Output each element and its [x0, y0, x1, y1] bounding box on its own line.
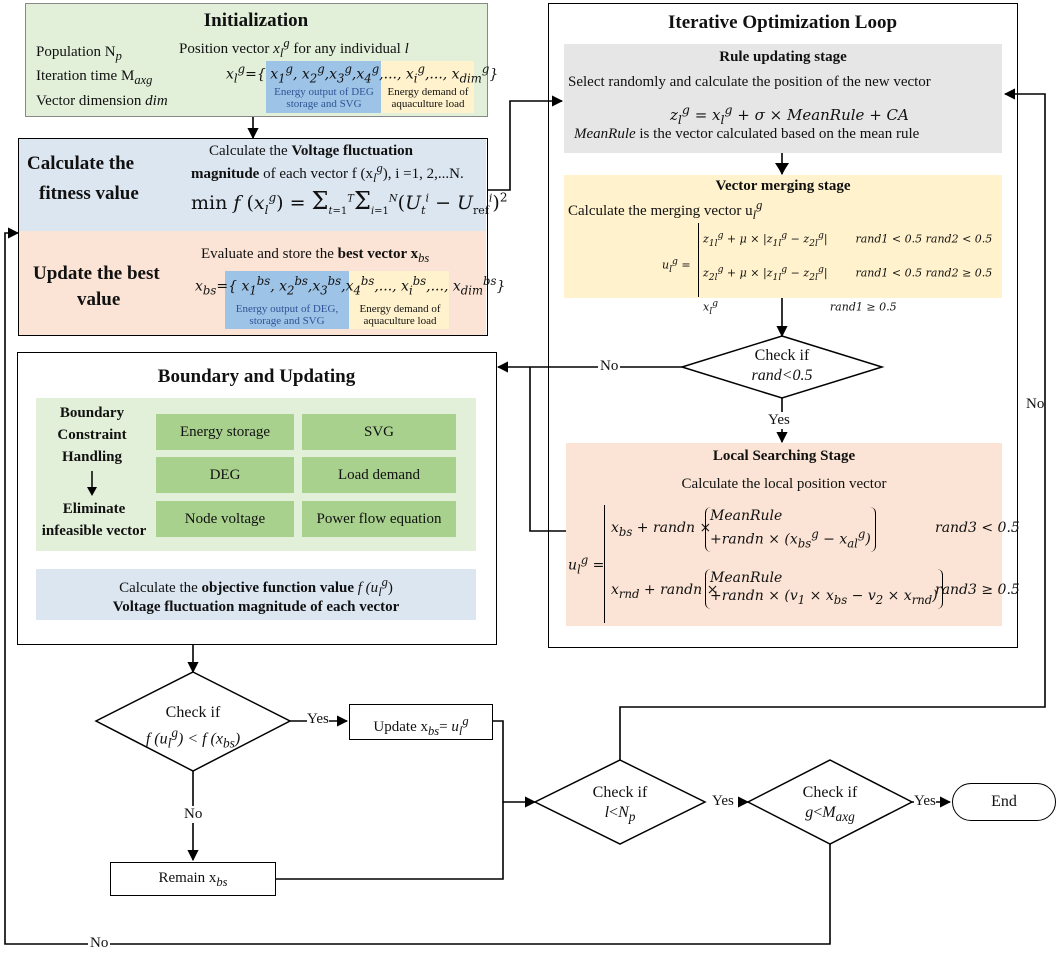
chip-power-flow: Power flow equation: [302, 501, 456, 537]
best-aqua-label: Energy demand of aquaculture load: [359, 303, 441, 327]
fitness-section: [19, 139, 486, 231]
local-stage-box: Local Searching Stage Calculate the loca…: [566, 443, 1020, 626]
merge-title: Vector merging stage: [715, 178, 851, 194]
init-deg-label: Energy output of DEG storage and SVG: [274, 86, 374, 110]
fitness-formula: min f (xlg) = Σt=1TΣi=1N(Uti − Urefi)2: [191, 187, 508, 217]
better-no-label: No: [182, 806, 205, 823]
objective-line-1: Calculate the objective function value f…: [119, 575, 393, 599]
init-aqua-highlight: [381, 61, 474, 113]
loop-no-label: No: [1026, 394, 1045, 415]
objective-line-2: Voltage fluctuation magnitude of each ve…: [112, 599, 400, 615]
init-vector-formula: xlg={ x1g, x2g,x3g,x4g,..., xig,..., xdi…: [226, 62, 499, 86]
best-title-2: value: [77, 289, 121, 310]
end-terminator: End: [952, 783, 1056, 821]
fitness-best-box: Calculate the fitness value Calculate th…: [18, 138, 507, 336]
merge-desc: Calculate the merging vector ulg: [568, 198, 763, 222]
dimension-label: Vector dimension dim: [36, 93, 168, 109]
best-deg-label: Energy output of DEG, storage and SVG: [235, 303, 339, 327]
chip-node-voltage: Node voltage: [156, 501, 294, 537]
generation-no-label: No: [88, 935, 111, 952]
rand-yes-label: Yes: [766, 412, 792, 429]
generation-yes-label: Yes: [914, 793, 936, 810]
fitness-title-2: fitness value: [39, 183, 139, 204]
rule-to-merge-arrow: [775, 163, 789, 174]
chip-energy-storage: Energy storage: [156, 414, 294, 450]
best-vector-formula: xbs={ x1bs, x2bs,x3bs,x4bs,..., xibs,...…: [195, 274, 506, 298]
rule-formula: zlg = xlg + σ × MeanRule + CA: [670, 102, 909, 127]
rule-stage-box: Rule updating stage Select randomly and …: [564, 44, 1002, 153]
best-desc: Evaluate and store the best vector xbs: [201, 246, 430, 265]
remain-best-box: Remain xbs: [110, 862, 276, 896]
fitness-title-1: Calculate the: [27, 153, 135, 174]
best-deg-highlight: [225, 271, 349, 329]
best-aqua-highlight: [349, 271, 449, 329]
check-better-text: Check if f (ulg) < f (xbs): [145, 704, 241, 751]
init-deg-highlight: [266, 61, 381, 113]
init-title: Initialization: [203, 10, 309, 31]
merge-stage-box: Vector merging stage Calculate the mergi…: [564, 175, 1002, 317]
init-aqua-label: Energy demand of aquaculture load: [387, 86, 469, 110]
down-arrow-icon: [87, 471, 97, 496]
rand-no-label: No: [598, 358, 621, 375]
iteration-label: Iteration time Maxg: [36, 68, 153, 87]
best-title-1: Update the best: [33, 263, 160, 284]
index-yes-label: Yes: [712, 793, 734, 810]
rule-desc: Select randomly and calculate the positi…: [568, 74, 931, 90]
chip-load-demand: Load demand: [302, 457, 456, 493]
loop-title: Iterative Optimization Loop: [667, 12, 898, 33]
local-desc: Calculate the local position vector: [681, 476, 887, 492]
fitness-desc-1: Calculate the Voltage fluctuation: [209, 143, 413, 159]
chip-deg: DEG: [156, 457, 294, 493]
iterative-loop-box: Iterative Optimization Loop: [548, 3, 1018, 648]
objective-panel: [36, 569, 476, 620]
update-best-box: Update xbs= ulg: [349, 704, 493, 740]
boundary-title: Boundary and Updating: [157, 366, 356, 387]
local-title: Local Searching Stage: [712, 448, 856, 464]
initialization-box: Initialization Population Np Iteration t…: [25, 3, 498, 117]
fitness-desc-2: magnitude of each vector f (xlg), i =1, …: [191, 161, 464, 185]
chip-svg: SVG: [302, 414, 456, 450]
population-label: Population Np: [36, 44, 122, 63]
better-yes-label: Yes: [307, 711, 329, 728]
rule-title: Rule updating stage: [719, 49, 847, 65]
position-desc: Position vector xlg for any individual l: [179, 36, 409, 60]
rule-note: MeanRule is the vector calculated based …: [574, 126, 920, 142]
